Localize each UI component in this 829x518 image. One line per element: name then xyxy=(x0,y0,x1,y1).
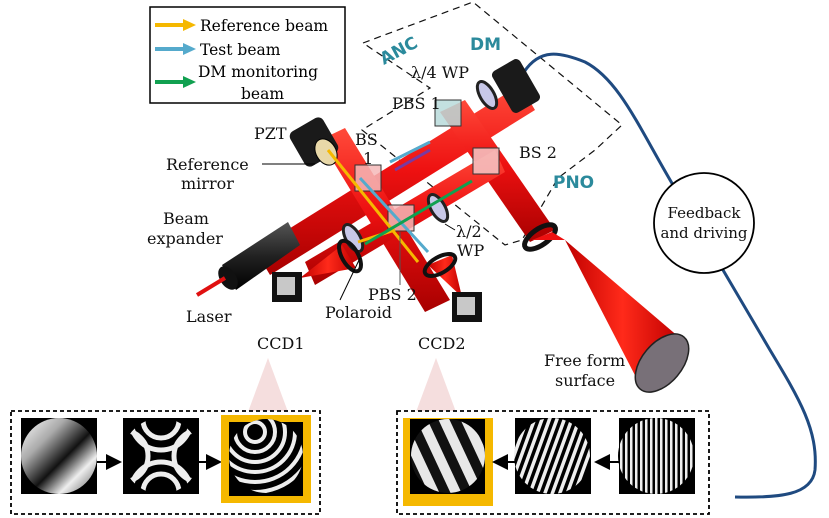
ccd2-callout xyxy=(416,358,456,412)
fringe-pattern-1 xyxy=(21,418,97,494)
beam-path-arrows xyxy=(326,140,473,263)
pno-label: PNO xyxy=(553,173,594,193)
beam-expander xyxy=(218,222,300,290)
legend: Reference beam Test beam DM monitoring b… xyxy=(149,6,346,104)
legend-item-dm-monitoring: DM monitoring beam xyxy=(155,63,318,103)
fringe-pattern-5 xyxy=(514,418,590,494)
pno-lens xyxy=(522,222,558,252)
half-wave-plate xyxy=(426,193,450,223)
bs2-cube xyxy=(472,147,500,175)
reference-arrowhead-icon xyxy=(183,19,196,31)
bs2-label: BS 2 xyxy=(519,143,557,162)
quarter-wave-plate xyxy=(475,80,499,110)
dm-label: DM xyxy=(470,35,501,55)
ccd1-callout xyxy=(248,358,288,412)
polaroid-label: Polaroid xyxy=(325,303,392,322)
purple-beam-path xyxy=(394,148,431,172)
laser-label: Laser xyxy=(186,307,232,326)
legend-label-dm-monitoring: DM monitoring xyxy=(198,63,318,81)
beam-expander-body xyxy=(222,222,300,290)
deformable-mirror xyxy=(491,59,541,113)
beam-expander-label-a: Beam xyxy=(163,209,209,228)
feedback-driving-unit: Feedback and driving xyxy=(653,172,755,274)
ccd2-lens xyxy=(422,252,458,278)
ccd2-label: CCD2 xyxy=(418,334,466,353)
dm-monitoring-path xyxy=(364,179,473,246)
hwp-leader xyxy=(444,223,456,231)
legend-item-test: Test beam xyxy=(155,41,281,59)
pbs2-label: PBS 2 xyxy=(368,285,417,304)
pno-converging-cone xyxy=(532,232,565,240)
freeform-label-a: Free form xyxy=(544,351,625,370)
feedback-circle xyxy=(653,172,755,274)
beam-expander-end xyxy=(218,266,238,290)
reference-beam-path xyxy=(326,149,420,263)
pzt-label: PZT xyxy=(254,124,287,143)
feedback-label-1: Feedback xyxy=(668,204,742,222)
component-labels: λ/4 WP PBS 1 BS 2 PZT BS 1 Reference mir… xyxy=(147,63,625,390)
ccd1-fringe-panel xyxy=(10,410,321,515)
dm-body xyxy=(491,59,541,113)
bs1-label-a: BS xyxy=(355,130,378,149)
ccd1-label: CCD1 xyxy=(257,334,305,353)
dm-monitoring-arrowhead-icon xyxy=(183,76,196,88)
hwp-label-b: WP xyxy=(457,241,484,260)
ccd2-camera xyxy=(452,292,482,322)
test-beam-return xyxy=(389,140,431,164)
reference-mirror xyxy=(314,138,338,166)
ccd1-camera xyxy=(272,272,302,302)
legend-label-test: Test beam xyxy=(200,41,281,59)
test-beam-path xyxy=(358,176,430,254)
ccd2-fringe-panel xyxy=(396,410,710,515)
ccd1-face xyxy=(277,277,295,295)
ccd2-face xyxy=(457,297,475,315)
test-arrowhead-icon xyxy=(183,43,196,55)
ccd1-lens xyxy=(337,238,363,274)
reference-mirror-label-a: Reference xyxy=(166,155,249,174)
pzt-reference-mirror xyxy=(289,117,339,167)
qwp-label: λ/4 WP xyxy=(411,63,469,82)
pbs1-label: PBS 1 xyxy=(392,94,441,113)
bs1-label-b: 1 xyxy=(363,149,373,168)
fringe-pattern-6 xyxy=(618,418,694,494)
reference-mirror-label-b: mirror xyxy=(181,174,234,193)
laser-source-beam xyxy=(195,276,227,297)
beam-splitters xyxy=(354,99,500,232)
freeform-surface xyxy=(634,333,690,393)
beam-expander-label-b: expander xyxy=(147,229,223,248)
polaroid-leader xyxy=(339,257,361,301)
legend-label-reference: Reference beam xyxy=(200,17,328,35)
freeform-label-b: surface xyxy=(555,371,615,390)
legend-label-dm-monitoring-2: beam xyxy=(241,85,284,103)
fringe-pattern-4 xyxy=(411,419,485,493)
legend-item-reference: Reference beam xyxy=(155,17,328,35)
feedback-label-2: and driving xyxy=(660,224,747,242)
pbs1-cube xyxy=(434,99,462,127)
hwp-label-a: λ/2 xyxy=(456,222,482,241)
